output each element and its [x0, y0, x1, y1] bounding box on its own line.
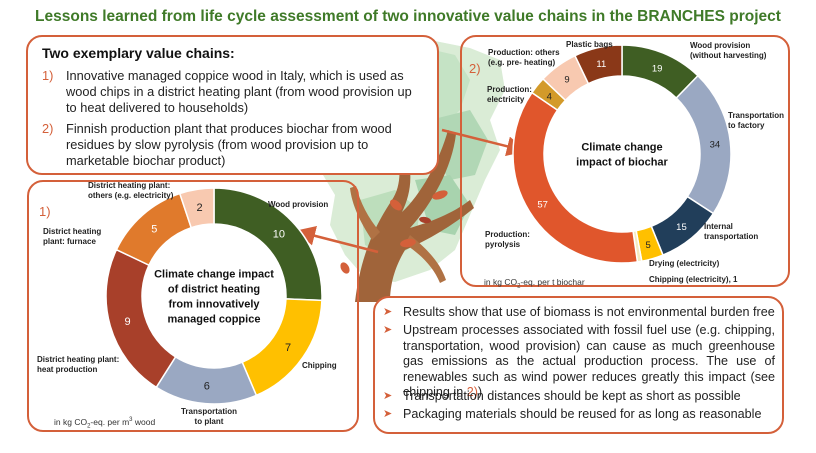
chart-reference: 2) [466, 385, 478, 399]
arrow-to-biochar-chart [441, 128, 527, 157]
chart-2-unit: in kg CO2-eq. per t biochar [484, 277, 585, 290]
value-chains-heading: Two exemplary value chains: [42, 45, 235, 61]
arrow-bullet-icon: ➤ [383, 306, 393, 318]
value-chain-item-2: 2) Finnish production plant that produce… [42, 121, 422, 169]
value-chain-number: 2) [42, 121, 54, 136]
result-item: ➤ Results show that use of biomass is no… [383, 305, 775, 319]
chart-2-number: 2) [469, 61, 481, 76]
arrow-bullet-icon: ➤ [383, 390, 393, 402]
result-item: ➤ Upstream processes associated with fos… [383, 323, 775, 399]
result-item: ➤ Transportation distances should be kep… [383, 389, 741, 403]
arrow-bullet-icon: ➤ [383, 408, 393, 420]
value-chain-number: 1) [42, 68, 54, 83]
value-chain-item-1: 1) Innovative managed coppice wood in It… [42, 68, 422, 116]
chart-1-unit: in kg CO2-eq. per m3 wood [54, 417, 156, 430]
arrow-bullet-icon: ➤ [383, 324, 393, 336]
page-title: Lessons learned from life cycle assessme… [35, 8, 781, 25]
chart-1-number: 1) [39, 204, 51, 219]
value-chain-text: Innovative managed coppice wood in Italy… [66, 68, 412, 115]
biochar-chart-box [460, 35, 790, 287]
district-heating-chart-box [27, 180, 359, 432]
result-item: ➤ Packaging materials should be reused f… [383, 407, 762, 421]
value-chain-text: Finnish production plant that produces b… [66, 121, 392, 168]
results-box: ➤ Results show that use of biomass is no… [373, 296, 784, 434]
value-chains-box: Two exemplary value chains: 1) Innovativ… [26, 35, 439, 175]
